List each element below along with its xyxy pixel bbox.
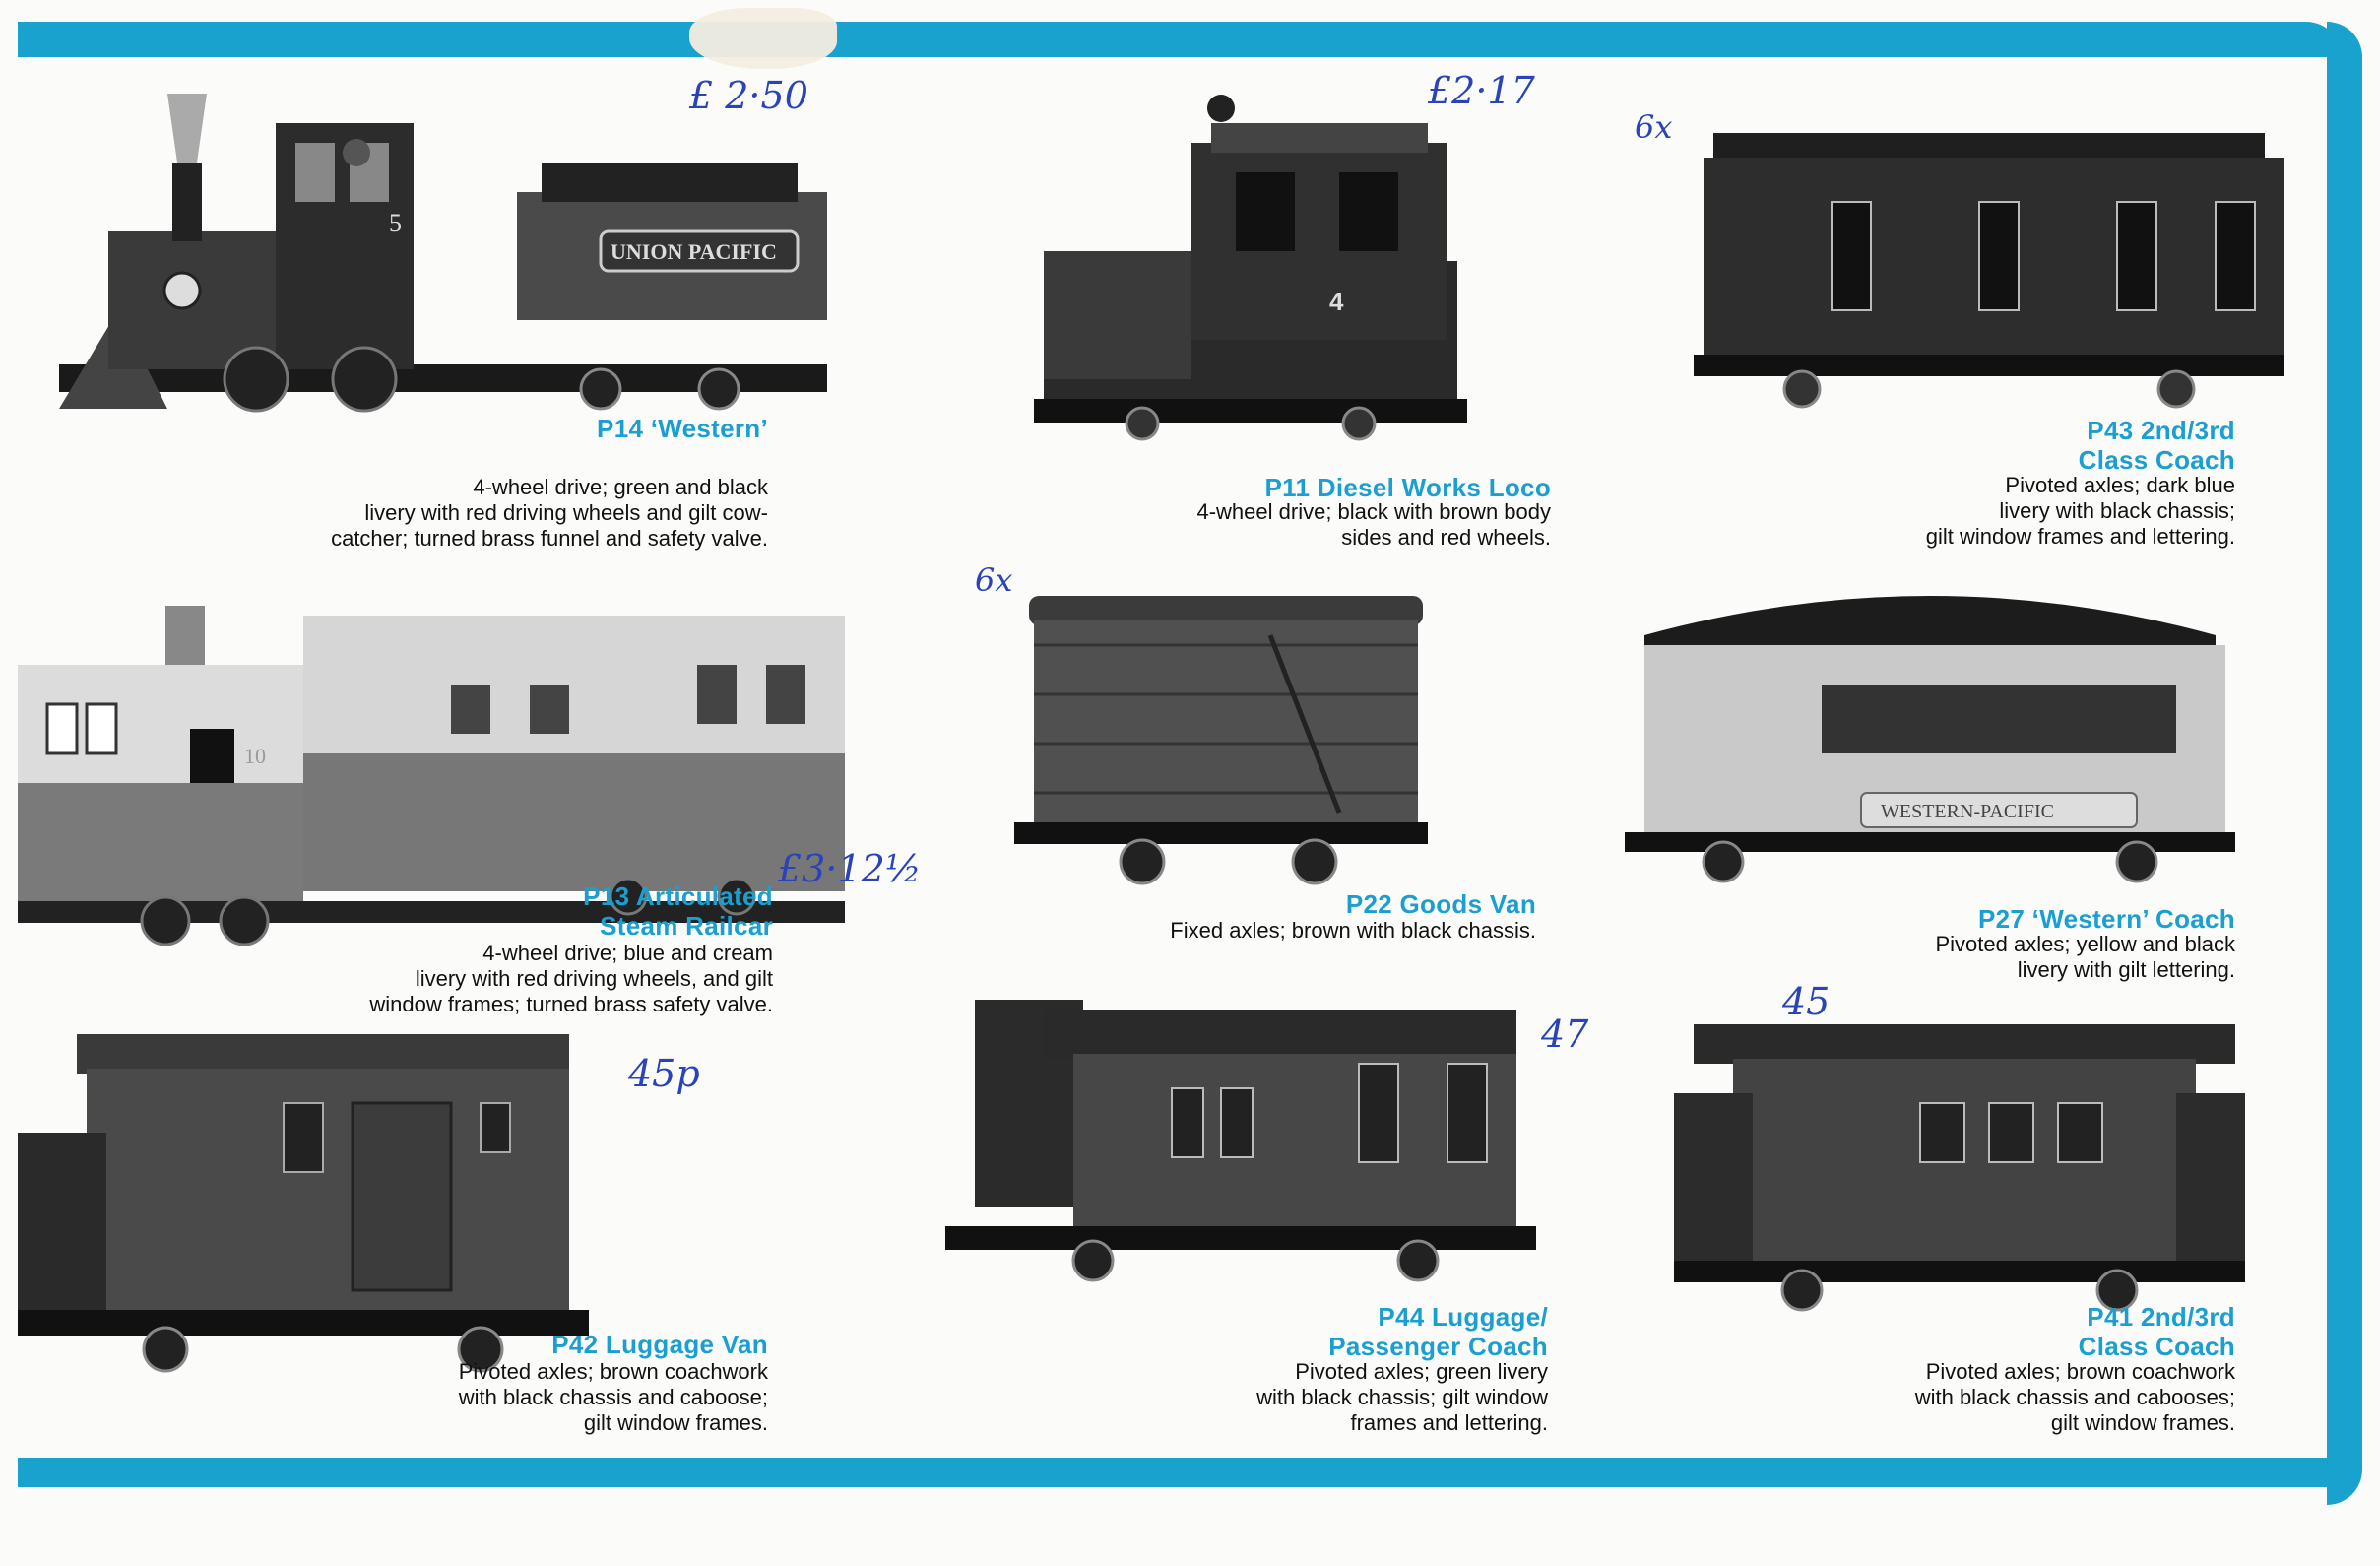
- railcar-number-10: 10: [244, 744, 266, 768]
- p22-description: Fixed axles; brown with black chassis.: [1170, 918, 1536, 943]
- handwritten-price-p13: £3·12½: [778, 847, 922, 890]
- border-top: [18, 22, 2342, 57]
- p42-title: P42 Luggage Van: [551, 1330, 768, 1359]
- border-right: [2327, 22, 2362, 1505]
- p14-title: P14 ‘Western’: [597, 414, 768, 443]
- p42-luggage-van-image: [18, 1024, 589, 1399]
- border-bottom: [18, 1458, 2344, 1487]
- p22-goods-van-image: [1014, 566, 1428, 901]
- handwritten-price-p14: £ 2·50: [689, 74, 808, 117]
- p27-western-coach-image: WESTERN-PACIFIC: [1625, 566, 2235, 901]
- loco-number-5: 5: [389, 209, 402, 237]
- loco-number-4: 4: [1329, 287, 1344, 316]
- border-corner: [2287, 57, 2327, 97]
- handwritten-price-p41: 45: [1782, 980, 1831, 1023]
- p44-luggage-passenger-coach-image: [945, 980, 1536, 1315]
- handwritten-qty-p43: 6x: [1635, 108, 1673, 146]
- p41-class-coach-image: [1674, 995, 2245, 1349]
- handwritten-price-p42: 45p: [628, 1052, 700, 1095]
- handwritten-price-p11: £2·17: [1428, 69, 1535, 112]
- p44-title: P44 Luggage/Passenger Coach: [1328, 1302, 1548, 1361]
- p22-title: P22 Goods Van: [1345, 889, 1536, 919]
- handwritten-price-p44: 47: [1541, 1012, 1589, 1056]
- p14-western-loco-image: 5 UNION PACIFIC: [49, 84, 837, 438]
- union-pacific-lettering: UNION PACIFIC: [611, 239, 777, 264]
- p43-class-coach-image: [1684, 103, 2294, 428]
- p11-title: P11 Diesel Works Loco: [1264, 473, 1551, 502]
- paper-tear: [689, 8, 837, 69]
- western-pacific-lettering: WESTERN-PACIFIC: [1881, 801, 2054, 822]
- p11-diesel-works-loco-image: 4: [1034, 84, 1467, 458]
- p27-title: P27 ‘Western’ Coach: [1978, 904, 2235, 934]
- p13-steam-railcar-image: 10: [18, 566, 845, 960]
- handwritten-qty-p22: 6x: [975, 561, 1013, 599]
